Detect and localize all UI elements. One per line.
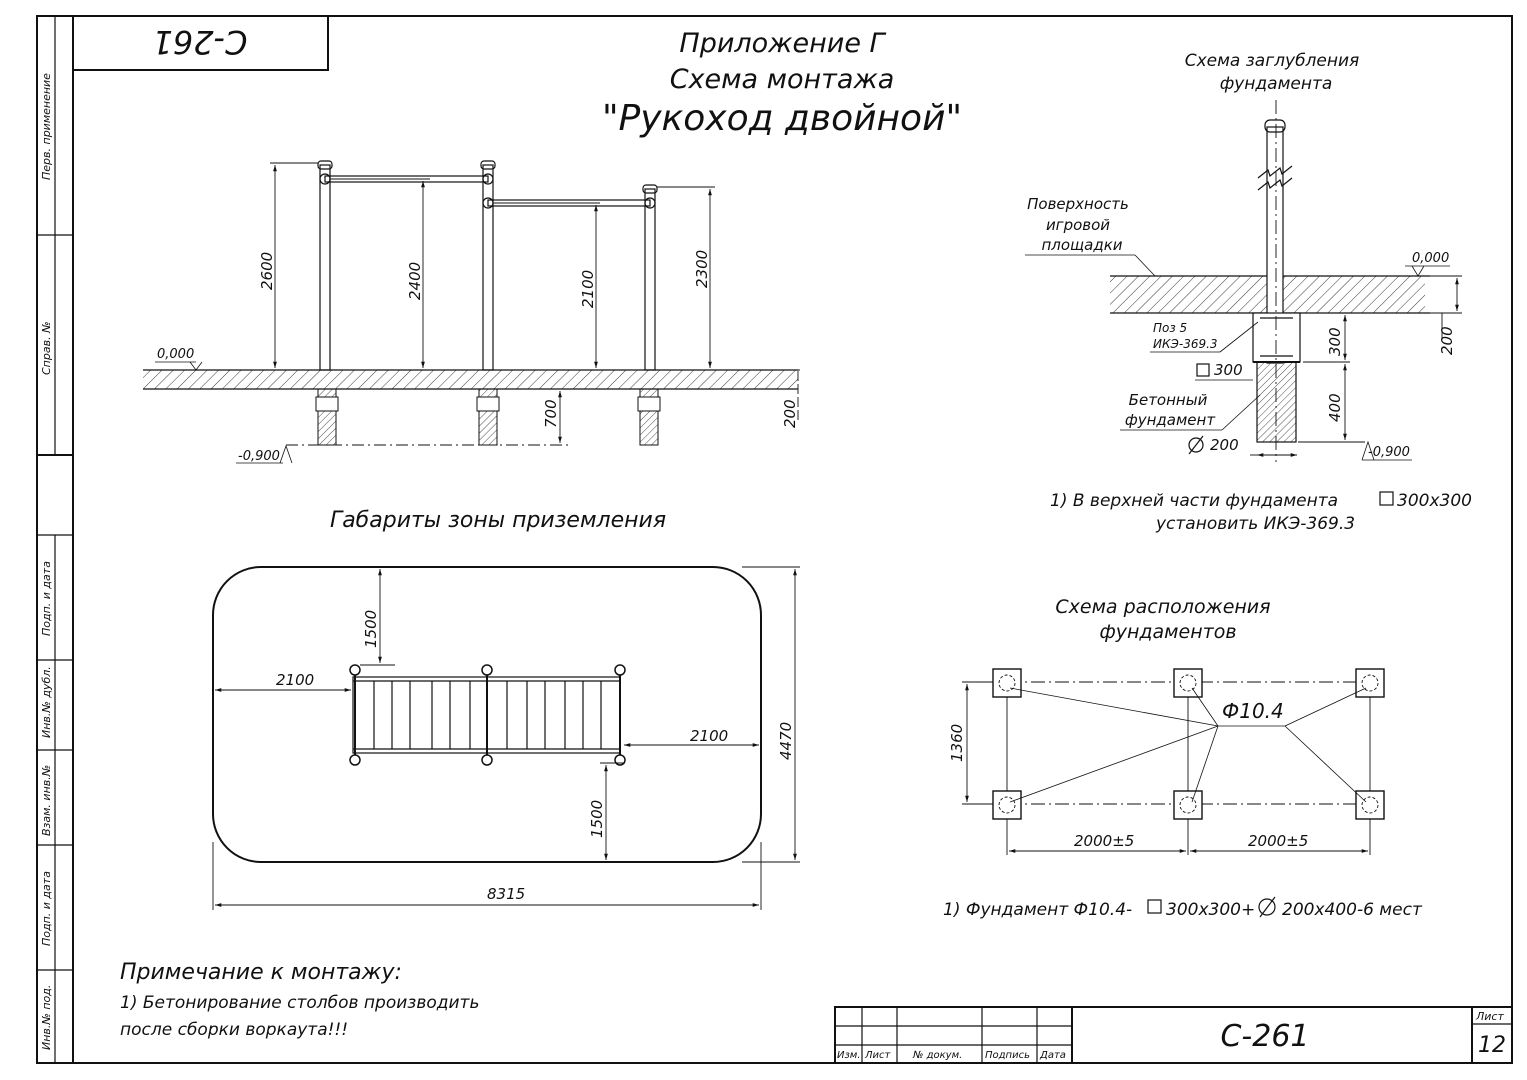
header-product: "Рукоход двойной" [602, 98, 962, 139]
tb-col-sign: Подпись [985, 1050, 1030, 1061]
layout-dim-1360: 1360 [948, 724, 966, 762]
layout-label: Ф10.4 [1222, 699, 1284, 723]
dim-2100: 2100 [579, 270, 597, 308]
sheet-frame [36, 15, 1513, 1064]
side-podp-data-1: Подп. и дата [40, 561, 53, 636]
landing-dim-2100-right: 2100 [690, 727, 728, 745]
mirrored-stamp: С-261 [72, 15, 329, 71]
layout-note-a: 1) Фундамент Ф10.4- [943, 900, 1132, 920]
depth-pos-2: ИКЭ-369.3 [1153, 337, 1218, 351]
dim-2300: 2300 [693, 250, 711, 288]
tb-sheet-no: 12 [1478, 1033, 1506, 1058]
dim-2400: 2400 [406, 262, 424, 300]
layout-title-2: фундаментов [1099, 621, 1236, 643]
depth-note-line-2: установить ИКЭ-369.3 [1155, 514, 1355, 534]
elevation-depth-mark: -0,900 [238, 449, 280, 464]
mount-note-line-2: после сборки воркаута!!! [120, 1020, 348, 1040]
post-3 [637, 184, 661, 446]
depth-dim-200: 200 [1438, 326, 1456, 355]
side-sprav-no: Справ. № [40, 321, 53, 375]
landing-title: Габариты зоны приземления [330, 508, 666, 533]
depth-note-line-1: 1) В верхней части фундамента [1050, 491, 1338, 511]
elevation-zero-mark: 0,000 [157, 347, 194, 362]
depth-depth-mark: -0,900 [1368, 445, 1410, 460]
concrete-label-2: фундамент [1125, 411, 1216, 429]
concrete-label-1: Бетонный [1129, 391, 1208, 409]
side-inv-pod: Инв.№ под. [40, 985, 53, 1050]
mount-note-title: Примечание к монтажу: [120, 960, 402, 985]
depth-zero-mark: 0,000 [1412, 251, 1449, 266]
surface-label-2: игровой [1046, 216, 1110, 234]
landing-dim-4470: 4470 [777, 722, 795, 760]
side-vzam-inv: Взам. инв.№ [40, 765, 53, 836]
depth-title-2: фундамента [1220, 74, 1333, 94]
tb-col-izm: Изм. [837, 1050, 861, 1061]
depth-dim-300: 300 [1326, 327, 1344, 356]
side-perv-primenenie: Перв. применение [40, 73, 53, 180]
layout-dim-2000-b: 2000±5 [1248, 832, 1308, 850]
landing-outline [212, 566, 762, 863]
tb-sheet-label: Лист [1475, 1010, 1504, 1023]
depth-square-300: 300 [1214, 361, 1243, 379]
side-inv-dubl: Инв.№ дубл. [40, 666, 53, 738]
mount-note-line-1: 1) Бетонирование столбов производить [120, 993, 479, 1013]
landing-dim-1500-bottom: 1500 [588, 800, 606, 838]
foundation-squares [992, 668, 1385, 820]
layout-note-b: 300х300+ [1166, 900, 1255, 920]
depth-dia-200: 200 [1210, 436, 1239, 454]
landing-dim-8315: 8315 [487, 885, 525, 903]
surface-label-3: площадки [1041, 236, 1122, 254]
depth-title-1: Схема заглубления [1185, 51, 1360, 71]
header-scheme: Схема монтажа [670, 64, 895, 95]
layout-scheme: Схема расположения фундаментов [943, 596, 1423, 920]
layout-title-1: Схема расположения [1055, 596, 1270, 618]
layout-note-c: 200х400-6 мест [1282, 900, 1423, 920]
mirrored-stamp-code: С-261 [153, 23, 248, 61]
landing-dim-1500-top: 1500 [362, 610, 380, 648]
landing-dim-2100-left: 2100 [276, 671, 314, 689]
dim-200-elev: 200 [781, 399, 799, 428]
post-1 [315, 160, 339, 446]
upper-bar [324, 175, 489, 183]
depth-note-size: 300х300 [1397, 491, 1472, 511]
mount-note: Примечание к монтажу: 1) Бетонирование с… [120, 960, 479, 1040]
dim-700: 700 [542, 399, 560, 428]
depth-scheme: Схема заглубления фундамента Поверхность… [1025, 51, 1472, 534]
tb-col-list: Лист [864, 1050, 892, 1061]
surface-label-1: Поверхность [1027, 195, 1129, 213]
landing-zone: Габариты зоны приземления 1500 2100 2100 [212, 508, 800, 910]
layout-dim-2000-a: 2000±5 [1074, 832, 1134, 850]
tb-code: С-261 [1220, 1019, 1309, 1054]
depth-dim-400: 400 [1326, 393, 1344, 422]
tb-col-date: Дата [1039, 1050, 1066, 1061]
dim-2600: 2600 [258, 252, 276, 290]
side-strip: Перв. применение Справ. № Подп. и дата И… [40, 73, 53, 1050]
title-block: Изм. Лист № докум. Подпись Дата С-261 Ли… [834, 1006, 1513, 1064]
side-podp-data-2: Подп. и дата [40, 871, 53, 946]
tb-col-doc: № докум. [912, 1050, 962, 1061]
elevation-view: 2600 2400 2100 2300 700 200 0,000 -0,900 [143, 160, 800, 464]
lower-bar [487, 199, 651, 207]
depth-pos-1: Поз 5 [1153, 321, 1187, 335]
header-appendix: Приложение Г [679, 28, 886, 59]
sheet-header: Приложение Г Схема монтажа "Рукоход двой… [602, 28, 962, 139]
